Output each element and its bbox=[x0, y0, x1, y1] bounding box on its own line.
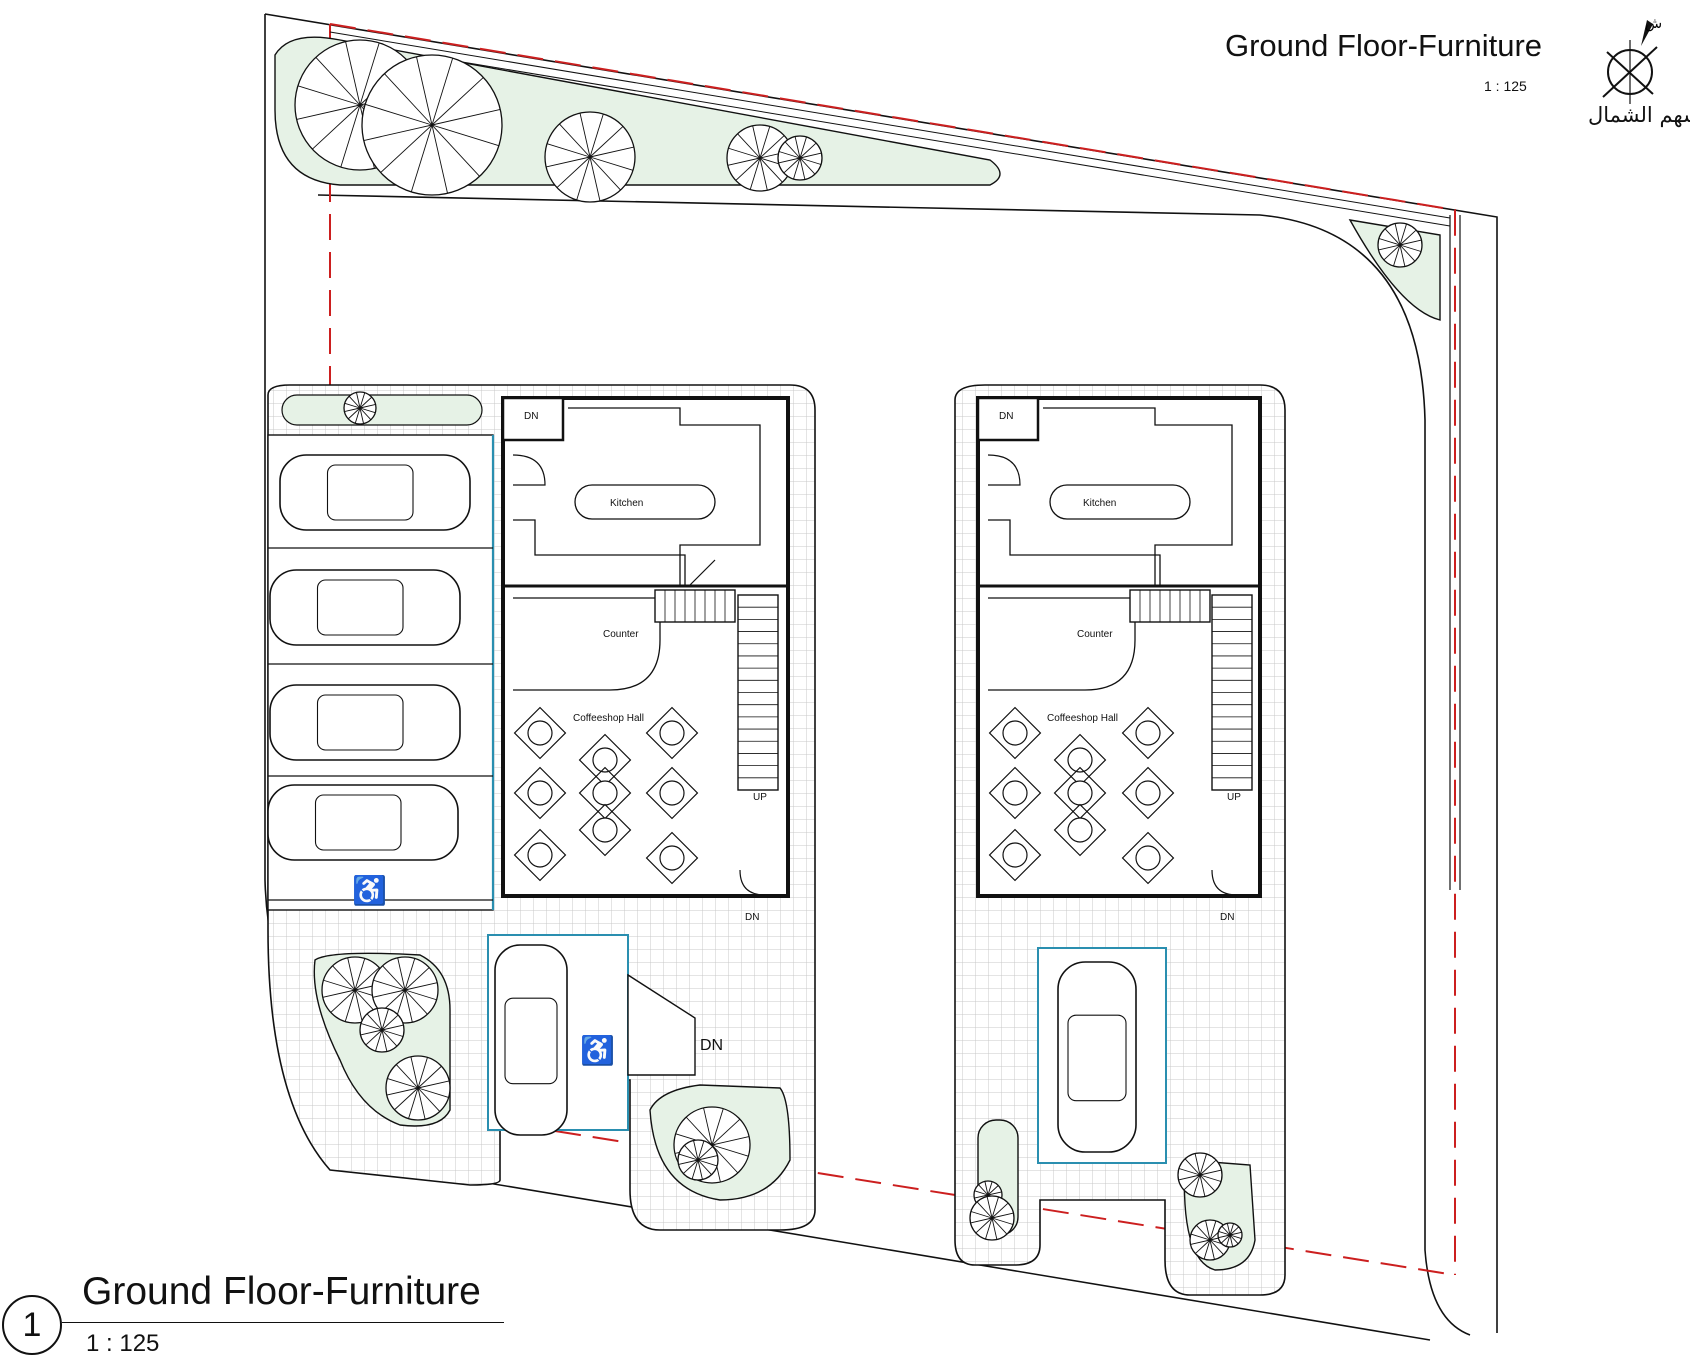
hall-label-b: Coffeeshop Hall bbox=[1047, 713, 1118, 724]
view-title-bottom: Ground Floor-Furniture bbox=[82, 1270, 481, 1313]
table-icon bbox=[1121, 831, 1175, 885]
driveway-curb bbox=[317, 194, 1471, 1336]
table-icon bbox=[513, 766, 567, 820]
dn-label-b2: DN bbox=[1220, 912, 1234, 923]
car-symbols bbox=[267, 454, 1137, 1153]
up-label-a: UP bbox=[753, 792, 767, 803]
table-icon bbox=[988, 828, 1042, 882]
view-title-top: Ground Floor-Furniture bbox=[1225, 28, 1543, 63]
north-hatched-strip bbox=[329, 31, 1451, 227]
table-icon bbox=[1121, 706, 1175, 760]
tree-icon bbox=[359, 1007, 405, 1053]
car-icon bbox=[269, 569, 461, 646]
table-icon bbox=[1053, 803, 1107, 857]
kitchen-label-b: Kitchen bbox=[1083, 498, 1116, 509]
table-icon bbox=[645, 766, 699, 820]
table-icon bbox=[578, 803, 632, 857]
tree-icon bbox=[677, 1139, 719, 1181]
tree-icon bbox=[777, 135, 823, 181]
hall-label-a: Coffeeshop Hall bbox=[573, 713, 644, 724]
north-arrow-icon: ش bbox=[1602, 16, 1662, 104]
kitchen-label-a: Kitchen bbox=[610, 498, 643, 509]
accessible-parking-icon: ♿ bbox=[352, 874, 387, 907]
stair-treads bbox=[664, 590, 1252, 779]
tree-icon bbox=[343, 391, 377, 425]
car-icon bbox=[269, 684, 461, 761]
tree-icon bbox=[726, 124, 794, 192]
car-icon bbox=[1057, 961, 1137, 1153]
table-icon bbox=[988, 706, 1042, 760]
parking-strip-top-a bbox=[281, 394, 483, 426]
dn-label-a1: DN bbox=[524, 411, 538, 422]
furniture-symbols bbox=[513, 706, 1175, 885]
ramp-a bbox=[627, 973, 696, 1076]
up-label-b: UP bbox=[1227, 792, 1241, 803]
view-number: 1 bbox=[22, 1306, 42, 1344]
table-icon bbox=[645, 706, 699, 760]
table-icon bbox=[1053, 733, 1107, 787]
table-icon bbox=[988, 766, 1042, 820]
tree-icon bbox=[1217, 1222, 1243, 1248]
accessible-dropoff-icon: ♿ bbox=[580, 1034, 615, 1067]
tree-icon bbox=[1377, 222, 1423, 268]
svg-text:ش: ش bbox=[1645, 16, 1662, 32]
tree-icon bbox=[969, 1195, 1015, 1241]
tree-icon bbox=[1177, 1152, 1223, 1198]
sidewalk-edge bbox=[1449, 215, 1461, 890]
view-scale-bottom: 1 : 125 bbox=[86, 1330, 160, 1357]
car-icon bbox=[267, 784, 459, 861]
tree-icon bbox=[385, 1055, 451, 1121]
table-icon bbox=[1121, 766, 1175, 820]
table-icon bbox=[513, 828, 567, 882]
dn-label-b1: DN bbox=[999, 411, 1013, 422]
table-icon bbox=[645, 831, 699, 885]
car-icon bbox=[494, 944, 568, 1136]
dn-label-a2: DN bbox=[745, 912, 759, 923]
counter-label-a: Counter bbox=[603, 629, 639, 640]
view-number-tag: 1 bbox=[2, 1295, 62, 1355]
counter-label-b: Counter bbox=[1077, 629, 1113, 640]
table-icon bbox=[513, 706, 567, 760]
view-scale-top: 1 : 125 bbox=[1484, 78, 1527, 94]
north-arrow-label: سهم الشمال bbox=[1588, 103, 1690, 127]
tree-symbols bbox=[294, 39, 1423, 1261]
tree-icon bbox=[544, 111, 636, 203]
title-underline bbox=[62, 1322, 504, 1323]
building-a bbox=[501, 396, 790, 898]
table-icon bbox=[578, 733, 632, 787]
tree-icon bbox=[361, 54, 503, 196]
car-icon bbox=[279, 454, 471, 531]
dn-label-ramp: DN bbox=[700, 1037, 723, 1054]
building-b bbox=[976, 396, 1262, 898]
